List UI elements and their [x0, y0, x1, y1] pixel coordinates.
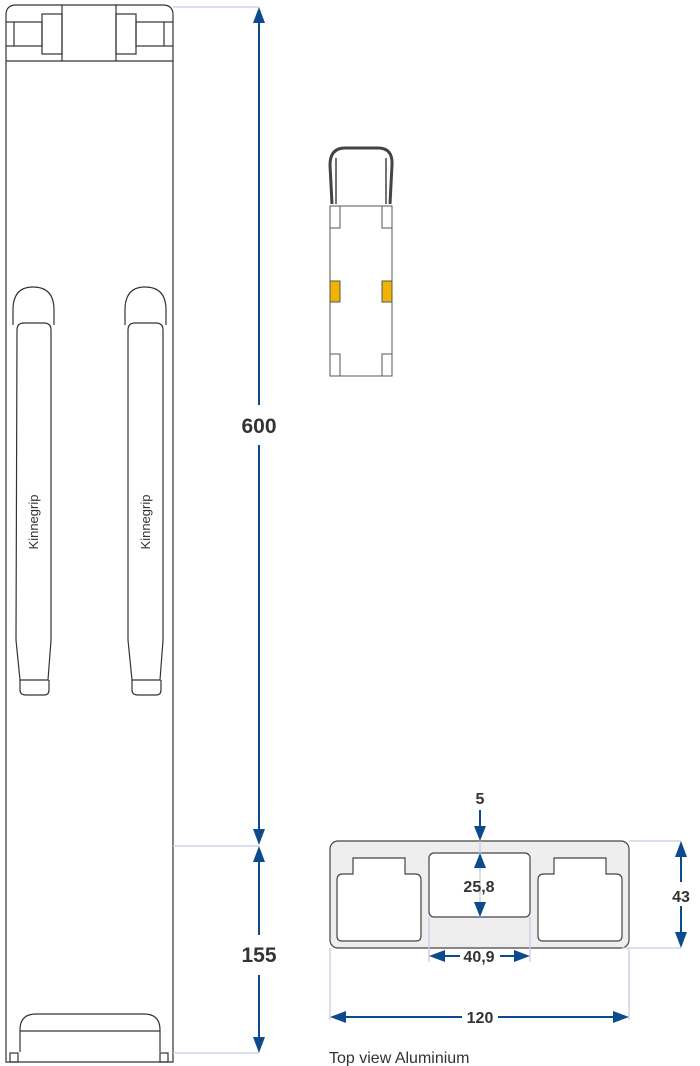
small-top-view	[328, 146, 394, 377]
dimension-5: 5	[474, 791, 486, 841]
handle-brand-text: Kinnegrip	[26, 495, 41, 550]
dimension-600: 600	[173, 6, 277, 1054]
dimension-25-8: 25,8	[463, 841, 495, 917]
profile-caption: Top view Aluminium	[329, 1050, 470, 1066]
handle-brand-text: Kinnegrip	[138, 495, 153, 550]
side-view-board	[5, 4, 174, 1063]
dimension-label-25-8: 25,8	[463, 879, 494, 896]
orange-marker	[329, 280, 341, 303]
handle-right: Kinnegrip	[124, 286, 167, 696]
orange-marker	[381, 280, 393, 303]
dimension-label-600: 600	[241, 415, 276, 438]
dimension-label-155: 155	[241, 944, 276, 967]
dimension-label-5: 5	[476, 791, 485, 808]
handle-left: Kinnegrip	[12, 286, 55, 696]
dimension-label-40-9: 40,9	[463, 949, 494, 966]
dimension-40-9: 40,9	[428, 917, 531, 966]
dimension-155: 155	[241, 846, 277, 1053]
dimension-label-43: 43	[672, 889, 690, 906]
dimension-label-120: 120	[467, 1010, 494, 1027]
dimension-43: 43	[622, 840, 690, 949]
dimension-120: 120	[329, 948, 630, 1027]
